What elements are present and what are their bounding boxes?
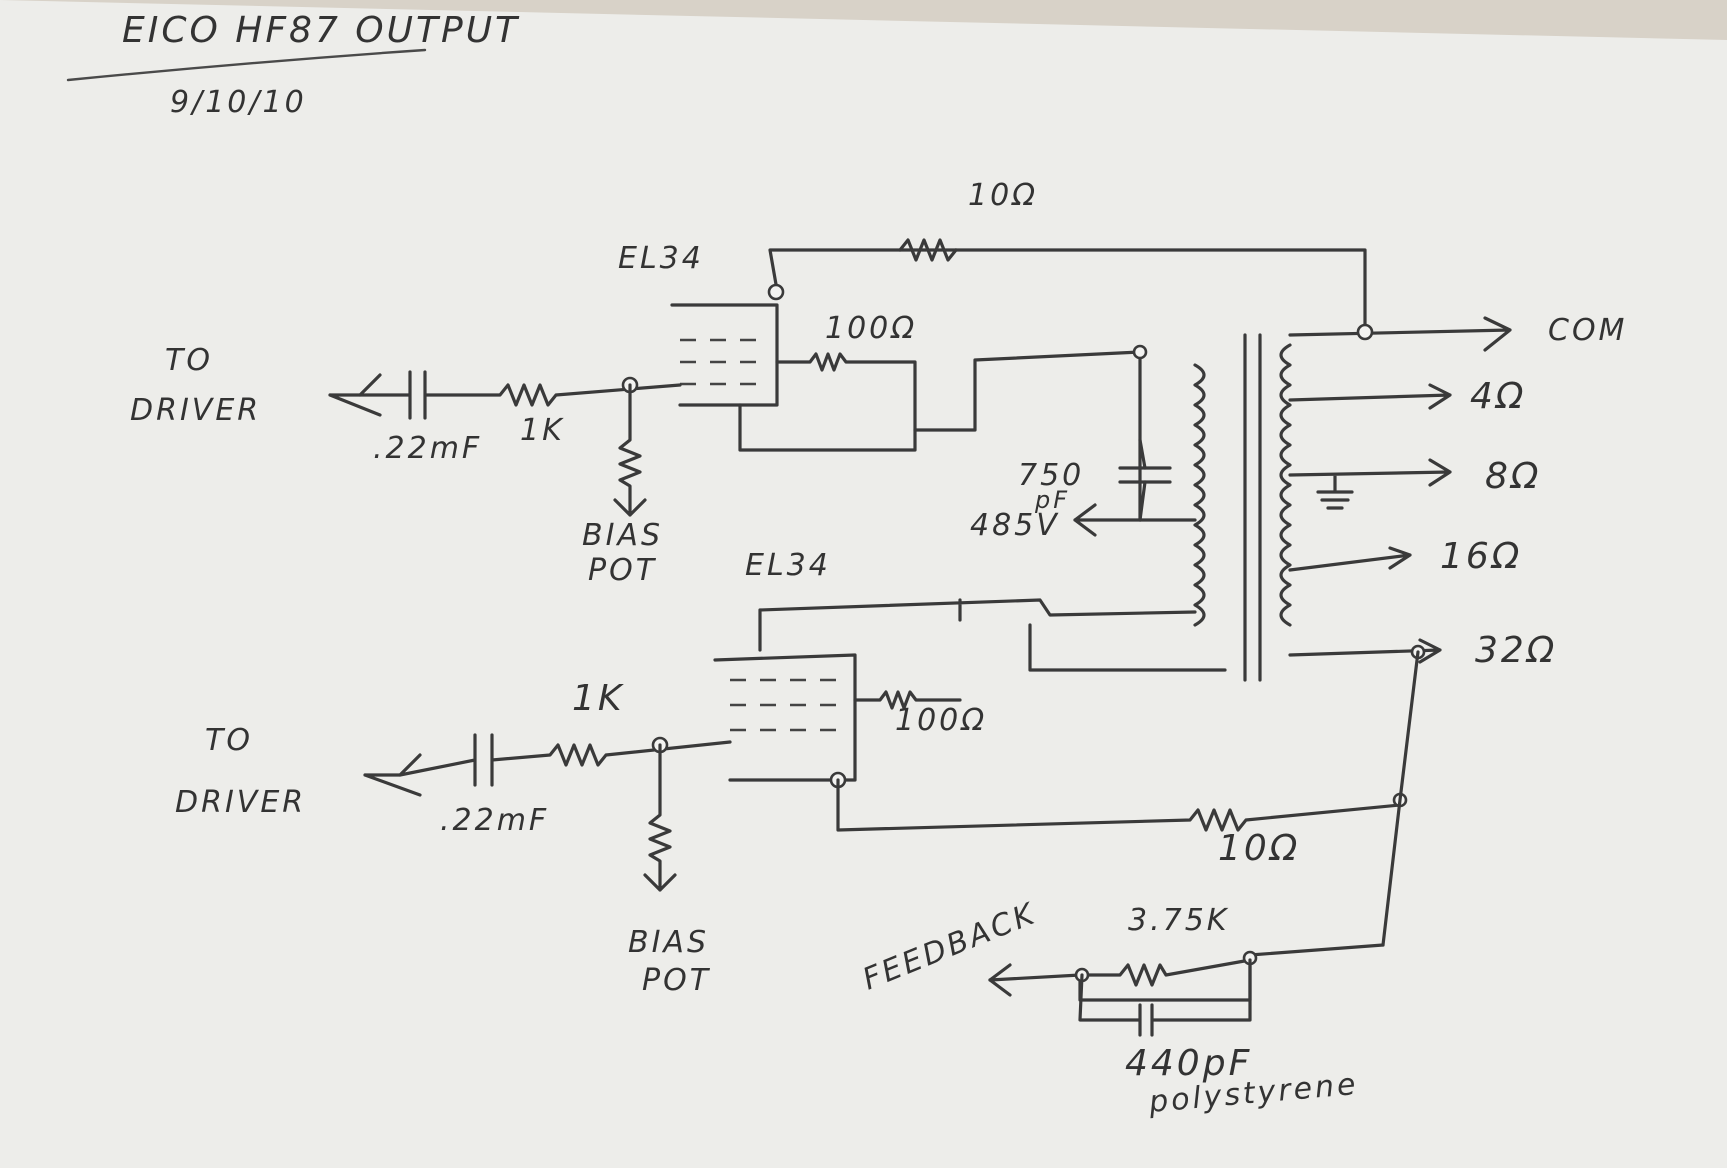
b-plus-arrow <box>1073 503 1197 537</box>
top-tube <box>670 303 779 407</box>
tap-com-node <box>1356 323 1374 341</box>
tap-8-arrow <box>1288 458 1452 510</box>
feedback-resistor <box>988 958 1252 987</box>
transformer-primary <box>1193 363 1206 627</box>
tap-16-arrow <box>1288 546 1412 572</box>
bottom-grid-network <box>398 733 732 787</box>
bottom-plate-wire <box>758 598 1197 652</box>
title-underline <box>66 48 427 82</box>
bottom-bias-pot <box>643 743 677 892</box>
res-screen-bottom-label: 100Ω <box>895 703 987 738</box>
cap-b-plus-2: pF <box>1034 486 1070 514</box>
bottom-screen-resistor <box>853 690 962 710</box>
bottom-cathode-wire <box>836 778 1402 832</box>
bottom-b-plus-wire <box>1028 623 1227 672</box>
bottom-tube-label: EL34 <box>745 548 831 583</box>
top-grid-network <box>358 370 682 420</box>
top-screen-resistor <box>775 352 917 432</box>
bias-top-1: BIAS <box>582 518 663 553</box>
transformer-secondary <box>1279 343 1292 627</box>
res-cathode-bottom-label: 10Ω <box>1218 828 1300 869</box>
feedback-arrow <box>988 963 1012 997</box>
tap-8-label: 8Ω <box>1485 456 1541 497</box>
tap-32-label: 32Ω <box>1475 630 1557 671</box>
res-screen-top-label: 100Ω <box>825 311 917 346</box>
cap-top-label: .22mF <box>373 431 482 466</box>
to-driver-bottom-1: TO <box>205 723 253 758</box>
top-tube-label: EL34 <box>618 241 704 276</box>
page-date: 9/10/10 <box>170 85 307 120</box>
res-cathode-top-label: 10Ω <box>968 178 1038 213</box>
b-plus-top-node <box>1132 344 1148 360</box>
tap-16-label: 16Ω <box>1440 536 1522 577</box>
tap-com-arrow <box>1288 316 1512 352</box>
top-cathode-wire <box>768 248 1367 332</box>
res-grid-bottom-label: 1K <box>572 678 625 719</box>
paper-edge <box>0 0 1727 40</box>
bias-top-2: POT <box>588 553 657 588</box>
feedback-tap-wire <box>1381 650 1420 947</box>
tap-4-arrow <box>1288 383 1452 410</box>
to-driver-top-1: TO <box>165 343 213 378</box>
tap-com-label: COM <box>1548 313 1627 348</box>
b-plus-label: 485V <box>970 508 1060 543</box>
tap-4-label: 4Ω <box>1470 376 1526 417</box>
res-feedback-label: 3.75K <box>1128 903 1229 938</box>
b-plus-cap-leads <box>1138 438 1147 522</box>
top-cathode-resistor <box>898 238 958 262</box>
cap-b-plus-1: 750 <box>1018 458 1084 493</box>
to-driver-bottom-2: DRIVER <box>175 785 306 820</box>
page-title: EICO HF87 OUTPUT <box>122 10 520 51</box>
res-grid-top-label: 1K <box>520 413 565 448</box>
to-driver-top-2: DRIVER <box>130 393 261 428</box>
cap-bottom-label: .22mF <box>440 803 549 838</box>
bias-bottom-2: POT <box>642 963 711 998</box>
bottom-tube <box>713 653 857 782</box>
top-plate-wire <box>738 350 1142 452</box>
bias-bottom-1: BIAS <box>628 925 709 960</box>
cap-feedback-label-1: 440pF <box>1125 1043 1252 1084</box>
feedback-cap <box>1078 958 1252 1037</box>
top-cathode-node <box>767 283 785 301</box>
top-bias-pot <box>613 383 647 517</box>
